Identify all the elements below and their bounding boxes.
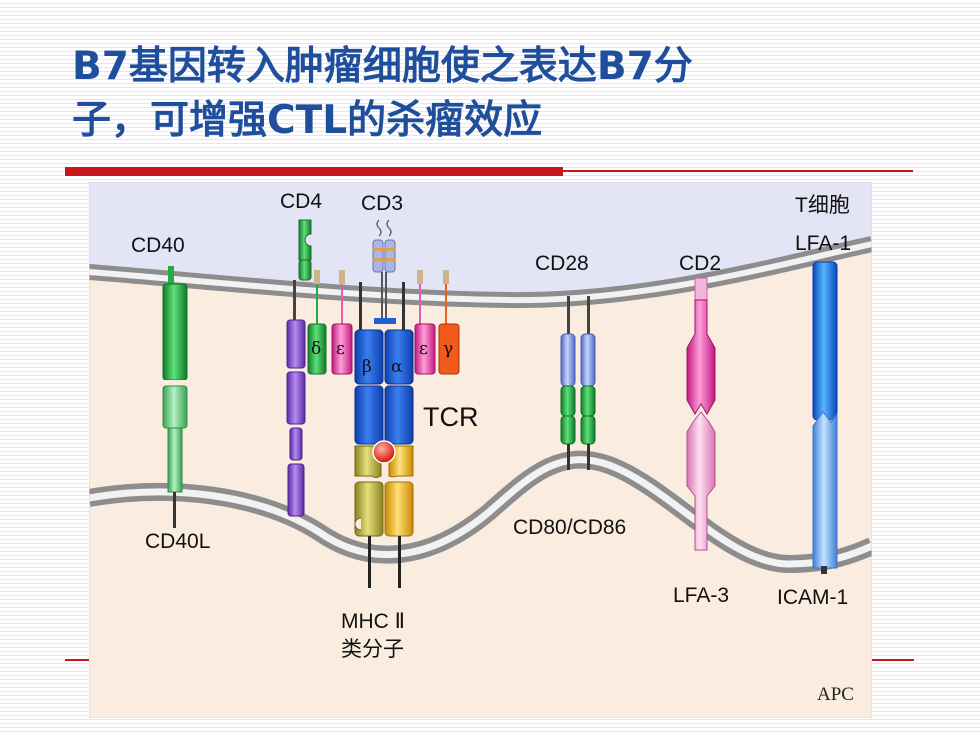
label-lfa3: LFA-3 [673,584,729,607]
cd40-cd40l-pair [162,266,188,528]
cd3-complex [307,219,460,375]
apc-region-body [89,459,872,718]
mhc-ii-molecule [354,440,414,588]
label-t-cell: T细胞 [795,194,850,217]
title-underline-thin [563,170,913,172]
label-lfa1: LFA-1 [795,232,851,255]
title-underline-thick [65,167,563,176]
label-cd4: CD4 [280,190,322,213]
label-cd3: CD3 [361,192,403,215]
label-beta: β [362,357,372,377]
slide-title: B7基因转入肿瘤细胞使之表达B7分 子，可增强CTL的杀瘤效应 [72,40,932,148]
tcr-molecule [354,282,414,445]
cd4-molecule [286,219,312,517]
cd28-b7-pair [560,296,596,470]
label-icam1: ICAM-1 [777,586,848,609]
cd2-lfa3-pair [686,277,716,551]
peptide-antigen [372,440,396,464]
immune-synapse-diagram: CD40 CD40L CD4 CD3 TCR MHC Ⅱ 类分子 CD28 CD… [89,182,872,718]
label-epsilon-left: ε [336,339,345,359]
label-apc: APC [817,684,854,705]
title-line-1: B7基因转入肿瘤细胞使之表达B7分 [72,44,693,89]
label-cd80-cd86: CD80/CD86 [513,516,626,539]
label-delta: δ [311,339,321,359]
label-tcr: TCR [423,402,479,432]
label-cd28: CD28 [535,252,589,275]
label-epsilon-right: ε [419,339,428,359]
label-gamma: γ [443,339,453,359]
lfa1-icam1-pair [812,261,838,574]
label-cd40l: CD40L [145,530,210,553]
t-cell-region [89,182,872,301]
footer-rule-left [65,659,89,661]
label-cd40: CD40 [131,234,185,257]
label-mhc-line2: 类分子 [341,638,404,661]
label-cd2: CD2 [679,252,721,275]
footer-rule-right [872,659,914,661]
label-alpha: α [391,357,403,377]
title-line-2: 子，可增强CTL的杀瘤效应 [72,98,543,143]
label-mhc-line1: MHC Ⅱ [341,610,405,633]
